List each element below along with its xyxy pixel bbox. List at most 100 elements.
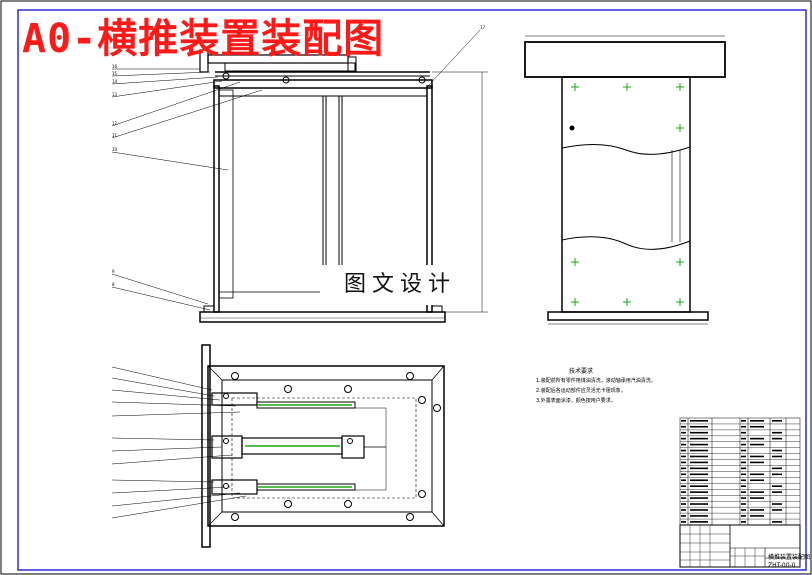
parts-list-cell-mark <box>772 437 782 440</box>
parts-list-cell-mark <box>681 521 686 523</box>
parts-list-cell-mark <box>690 509 708 511</box>
side-view-hole <box>569 125 575 131</box>
parts-list-cell-mark <box>690 467 708 470</box>
parts-list-cell-mark <box>750 443 764 446</box>
technical-requirements-title: 技术要求 <box>569 368 594 375</box>
svg-text:10: 10 <box>112 147 118 152</box>
parts-list-cell-mark <box>772 473 782 476</box>
parts-list-cell-mark <box>741 420 746 422</box>
parts-list-cell-mark <box>690 497 708 499</box>
parts-list-rows <box>680 423 800 520</box>
parts-list-cell-mark <box>750 437 764 440</box>
parts-list-cell-mark <box>772 509 782 511</box>
parts-list-cell-mark <box>741 503 746 505</box>
parts-list-cell-mark <box>741 509 746 511</box>
parts-list-cell-mark <box>690 437 708 440</box>
parts-list-cell-mark <box>681 431 686 434</box>
svg-text:8: 8 <box>112 282 115 287</box>
parts-list-cell-mark <box>741 443 746 446</box>
parts-list-cell-mark <box>772 431 782 434</box>
parts-list-text-marks <box>681 420 782 523</box>
svg-text:12: 12 <box>112 121 118 126</box>
parts-list-cell-mark <box>772 491 782 493</box>
parts-list-cell-mark <box>681 443 686 446</box>
side-view <box>524 35 726 325</box>
parts-list-cell-mark <box>741 485 746 487</box>
parts-list-cell-mark <box>681 473 686 476</box>
parts-list-cell-mark <box>690 420 708 422</box>
technical-requirement-line: 1.装配前所有零件用煤油清洗，滚动轴承用汽油清洗。 <box>536 378 656 384</box>
drawing-title: A0-横推装置装配图 <box>22 16 385 62</box>
parts-list-cell-mark <box>750 509 764 511</box>
parts-list-cell-mark <box>690 455 708 458</box>
svg-text:16: 16 <box>112 64 118 69</box>
parts-list-cell-mark <box>741 437 746 440</box>
parts-list-cell-mark <box>690 515 708 517</box>
parts-list-cell-mark <box>750 515 764 517</box>
parts-list-cell-mark <box>750 497 764 499</box>
parts-list-cell-mark <box>772 521 782 523</box>
parts-list-cell-mark <box>681 491 686 493</box>
top-view-green-rods <box>245 404 352 488</box>
parts-list-cell-mark <box>681 515 686 517</box>
svg-text:9: 9 <box>112 269 115 274</box>
parts-list-cell-mark <box>750 455 764 458</box>
parts-list-cell-mark <box>690 521 708 523</box>
parts-list-cell-mark <box>690 479 708 482</box>
parts-list-cell-mark <box>741 491 746 493</box>
parts-list-cell-mark <box>741 449 746 452</box>
title-block-drawing-code: ZHT-00-0 <box>768 562 796 569</box>
parts-list-cell-mark <box>681 449 686 452</box>
parts-list-cell-mark <box>741 521 746 523</box>
svg-text:15: 15 <box>112 71 118 76</box>
parts-list-cell-mark <box>750 461 764 464</box>
watermark: 图文设计 <box>320 265 480 305</box>
parts-list-cell-mark <box>690 485 708 487</box>
parts-list-cell-mark <box>690 431 708 434</box>
side-view-markers <box>571 83 684 306</box>
svg-text:17: 17 <box>480 25 486 30</box>
parts-list-cell-mark <box>741 497 746 499</box>
technical-requirement-line: 3.外露表面涂漆，颜色按用户要求。 <box>536 398 616 404</box>
parts-list-cell-mark <box>772 420 782 422</box>
svg-text:13: 13 <box>112 92 118 97</box>
parts-list-cell-mark <box>772 503 782 505</box>
parts-list-cell-mark <box>681 437 686 440</box>
title-block-drawing-name: 横推装置装配图 <box>768 554 811 561</box>
parts-list-cell-mark <box>741 461 746 464</box>
parts-list-cell-mark <box>681 467 686 470</box>
title-block <box>679 524 801 568</box>
parts-list-cell-mark <box>690 503 708 505</box>
parts-list-cell-mark <box>741 431 746 434</box>
parts-list-cell-mark <box>741 473 746 476</box>
parts-list-cell-mark <box>681 503 686 505</box>
parts-list-cell-mark <box>681 425 686 428</box>
parts-list-cell-mark <box>690 461 708 464</box>
parts-list-cell-mark <box>690 491 708 493</box>
svg-text:14: 14 <box>112 79 118 84</box>
parts-list-cell-mark <box>741 479 746 482</box>
parts-list-cell-mark <box>681 485 686 487</box>
top-view-bolts <box>223 372 441 521</box>
parts-list-cell-mark <box>741 515 746 517</box>
parts-list-cell-mark <box>741 455 746 458</box>
parts-list-cell-mark <box>681 455 686 458</box>
parts-list-cell-mark <box>772 455 782 458</box>
top-view <box>111 344 445 548</box>
parts-list-cell-mark <box>750 491 764 493</box>
parts-list-cell-mark <box>772 485 782 487</box>
parts-list-cell-mark <box>750 420 764 422</box>
parts-list-cell-mark <box>750 479 764 482</box>
parts-list-cell-mark <box>750 425 764 428</box>
parts-list-cell-mark <box>681 420 686 422</box>
technical-requirement-line: 2.装配后各运动部件应灵活无卡阻现象。 <box>536 388 626 394</box>
parts-list-cell-mark <box>750 473 764 476</box>
parts-list-cell-mark <box>741 467 746 470</box>
parts-list-cell-mark <box>681 479 686 482</box>
parts-list-cell-mark <box>690 449 708 452</box>
parts-list-cell-mark <box>772 467 782 470</box>
parts-list-cell-mark <box>741 425 746 428</box>
